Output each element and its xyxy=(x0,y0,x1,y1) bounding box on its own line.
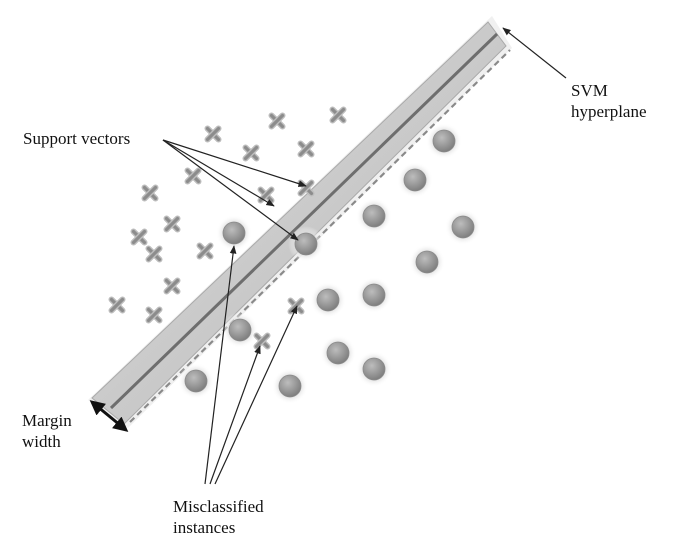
misclassified-label: Misclassified instances xyxy=(173,496,264,538)
circle-marker xyxy=(222,221,246,245)
cross-marker xyxy=(184,167,202,185)
circle-marker xyxy=(228,318,252,342)
margin-width-label: Margin width xyxy=(22,410,72,452)
circle-marker xyxy=(278,374,302,398)
margin-width-label-line1: Margin xyxy=(22,411,72,430)
cross-marker xyxy=(108,296,126,314)
cross-marker xyxy=(242,144,260,162)
cross-marker xyxy=(253,332,271,350)
hyperplane-arrow xyxy=(502,27,567,79)
annotation-arrows xyxy=(89,27,567,485)
circle-markers xyxy=(178,123,481,404)
cross-marker xyxy=(130,228,148,246)
circle-marker xyxy=(294,232,318,256)
circle-marker xyxy=(184,369,208,393)
cross-marker xyxy=(145,245,163,263)
cross-marker xyxy=(141,184,159,202)
cross-marker xyxy=(163,277,181,295)
circle-marker xyxy=(432,129,456,153)
cross-markers xyxy=(108,106,347,350)
misclassified-label-line1: Misclassified xyxy=(173,497,264,516)
circle-marker xyxy=(415,250,439,274)
misclassified-arrow-1 xyxy=(204,245,237,485)
support-vectors-label: Support vectors xyxy=(23,129,131,148)
circle-marker xyxy=(326,341,350,365)
circle-marker xyxy=(451,215,475,239)
cross-marker xyxy=(297,140,315,158)
circle-marker xyxy=(362,357,386,381)
misclassified-arrow-2 xyxy=(209,345,261,485)
cross-marker xyxy=(268,112,286,130)
circle-marker xyxy=(403,168,427,192)
support-vector-arrow-3 xyxy=(162,139,299,241)
cross-marker xyxy=(196,242,214,260)
cross-marker xyxy=(145,306,163,324)
svm-hyperplane-label-line2: hyperplane xyxy=(571,102,647,121)
cross-marker xyxy=(287,297,305,315)
misclassified-label-line2: instances xyxy=(173,518,236,537)
margin-width-arrow xyxy=(89,400,129,432)
circle-marker xyxy=(316,288,340,312)
svm-hyperplane-label-line1: SVM xyxy=(571,81,608,100)
svm-hyperplane-line xyxy=(109,32,499,410)
misclassified-arrow-3 xyxy=(214,305,298,485)
circle-marker xyxy=(362,283,386,307)
cross-marker xyxy=(204,125,222,143)
support-vector-arrow-1 xyxy=(162,139,275,207)
svm-hyperplane-label: SVM hyperplane xyxy=(571,80,647,122)
support-vector-arrow-2 xyxy=(162,139,307,187)
margin-width-label-line2: width xyxy=(22,432,61,451)
cross-marker xyxy=(163,215,181,233)
circle-marker xyxy=(362,204,386,228)
cross-marker xyxy=(329,106,347,124)
